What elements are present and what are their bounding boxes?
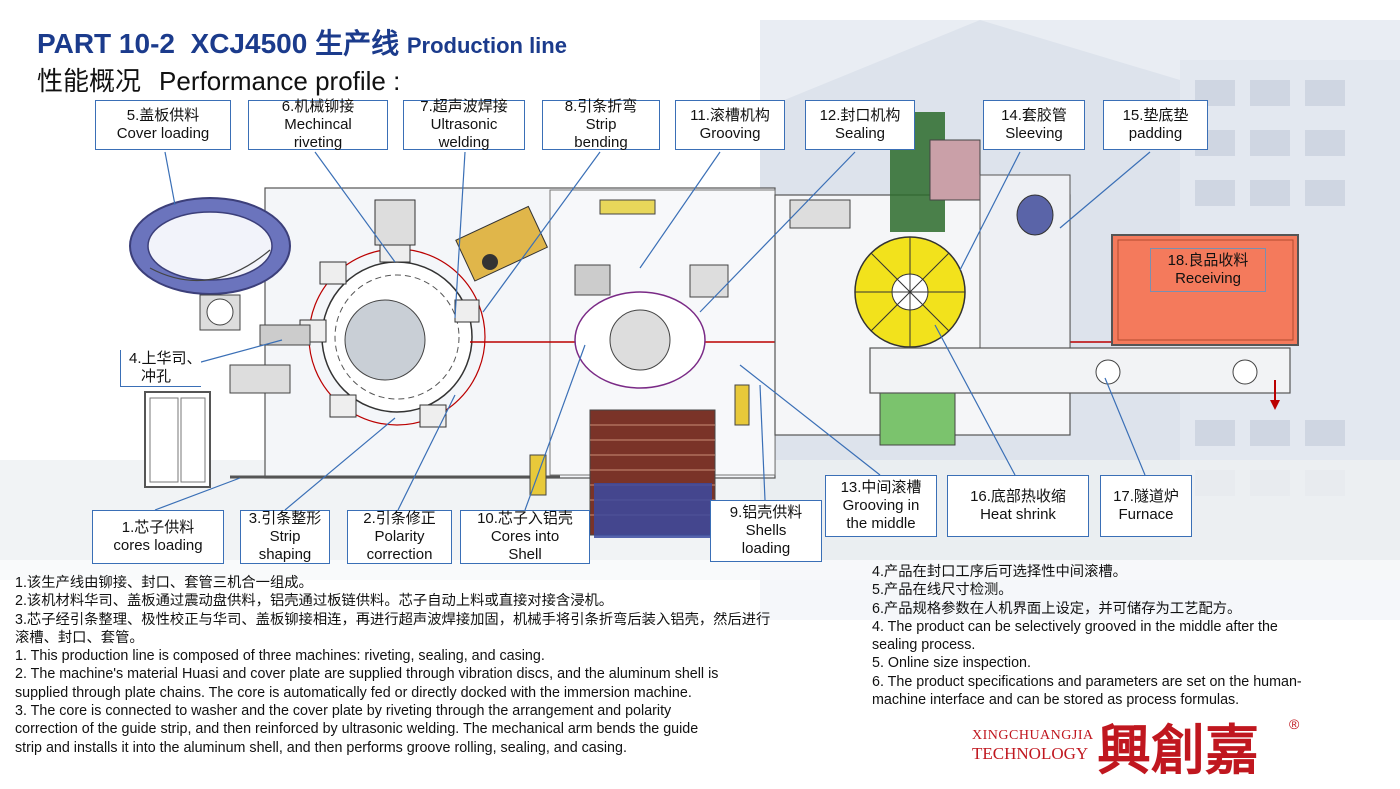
station-16-cn: 16.底部热收缩 [970, 488, 1066, 505]
note-line: strip and installs it into the aluminum … [15, 739, 627, 756]
station-2-en2: correction [366, 546, 433, 563]
station-13-cn: 13.中间滚槽 [840, 479, 922, 496]
station-10-cores-into-shell: 10.芯子入铝壳 Cores into Shell [460, 510, 590, 564]
station-9-en1: Shells [745, 522, 787, 539]
station-3-en1: Strip [269, 528, 301, 545]
station-7-en2: welding [438, 134, 490, 151]
station-6-en1: Mechincal [284, 116, 352, 133]
station-5-cover-loading: 5.盖板供料 Cover loading [95, 100, 231, 150]
station-8-en2: bending [574, 134, 628, 151]
note-line: 6.产品规格参数在人机界面上设定，并可储存为工艺配方。 [872, 600, 1242, 617]
brand-line-2: TECHNOLOGY [972, 744, 1089, 763]
station-1-cores-loading: 1.芯子供料 cores loading [92, 510, 224, 564]
page-title: PART 10-2 XCJ4500 生产线 Production line [37, 22, 567, 62]
note-line: machine interface and can be stored as p… [872, 692, 1240, 709]
note-line: sealing process. [872, 637, 976, 654]
model-name: XCJ4500 生产线 [190, 28, 400, 59]
station-7-ultrasonic-welding: 7.超声波焊接 Ultrasonic welding [403, 98, 525, 151]
note-line: correction of the guide strip, and then … [15, 721, 699, 738]
station-9-cn: 9.铝壳供料 [729, 504, 803, 521]
brand-line-1: XINGCHUANGJIA [972, 728, 1094, 743]
station-4-cn1: 4.上华司、 [129, 350, 202, 367]
note-line: 6. The product specifications and parame… [872, 673, 1302, 690]
station-1-en: cores loading [113, 537, 203, 554]
station-13-en2: the middle [846, 515, 916, 532]
station-4-cn2: 冲孔 [141, 368, 172, 385]
registered-mark: ® [1289, 716, 1300, 732]
station-4-washer-punching: 4.上华司、 冲孔 [120, 350, 202, 387]
brand-name: XINGCHUANGJIA TECHNOLOGY [972, 727, 1094, 763]
note-line: 滚槽、封口、套管。 [15, 629, 144, 646]
note-line: 4. The product can be selectively groove… [872, 618, 1278, 635]
station-18-cn: 18.良品收料 [1167, 252, 1249, 269]
station-13-middle-grooving: 13.中间滚槽 Grooving in the middle [825, 475, 937, 537]
note-line: 2.该机材料华司、盖板通过震动盘供料，铝壳通过板链供料。芯子自动上料或直接对接含… [15, 593, 614, 610]
note-line: 5.产品在线尺寸检测。 [872, 582, 1013, 599]
station-3-strip-shaping: 3.引条整形 Strip shaping [240, 510, 330, 564]
station-9-en2: loading [741, 540, 791, 557]
station-15-padding: 15.垫底垫 padding [1103, 100, 1208, 150]
station-13-en1: Grooving in [842, 497, 920, 514]
station-11-en: Grooving [699, 125, 761, 142]
station-2-en1: Polarity [374, 528, 425, 545]
station-16-heat-shrink: 16.底部热收缩 Heat shrink [947, 475, 1089, 537]
part-number: PART 10-2 [37, 28, 175, 59]
station-6-en2: riveting [293, 134, 343, 151]
note-line: 1. This production line is composed of t… [15, 648, 545, 665]
station-3-en2: shaping [258, 546, 312, 563]
station-10-en2: Shell [508, 546, 542, 563]
note-line: 5. Online size inspection. [872, 655, 1031, 672]
station-2-cn: 2.引条修正 [363, 510, 436, 527]
station-5-en: Cover loading [116, 125, 210, 142]
station-15-en: padding [1128, 125, 1183, 142]
station-3-cn: 3.引条整形 [248, 510, 322, 527]
station-12-en: Sealing [834, 125, 886, 142]
station-11-grooving: 11.滚槽机构 Grooving [675, 100, 785, 150]
profile-heading: 性能概况 Performance profile : [37, 61, 400, 98]
station-6-riveting: 6.机械铆接 Mechincal riveting [248, 98, 388, 151]
station-8-cn: 8.引条折弯 [564, 98, 638, 115]
notes-right: 4.产品在封口工序后可选择性中间滚槽。 5.产品在线尺寸检测。 6.产品规格参数… [872, 563, 1392, 709]
model-subtitle: Production line [406, 33, 567, 58]
logo-text: 興創嘉 [1097, 721, 1259, 781]
profile-heading-en: Performance profile : [159, 66, 401, 96]
station-16-en: Heat shrink [980, 506, 1056, 523]
station-1-cn: 1.芯子供料 [121, 519, 195, 536]
station-6-cn: 6.机械铆接 [281, 98, 355, 115]
station-17-cn: 17.隧道炉 [1113, 488, 1179, 505]
station-18-en: Receiving [1175, 270, 1241, 287]
station-12-sealing: 12.封口机构 Sealing [805, 100, 915, 150]
station-11-cn: 11.滚槽机构 [690, 107, 770, 124]
note-line: 4.产品在封口工序后可选择性中间滚槽。 [872, 564, 1127, 580]
station-14-sleeving: 14.套胶管 Sleeving [983, 100, 1085, 150]
station-10-cn: 10.芯子入铝壳 [477, 510, 573, 527]
notes-left: 1.该生产线由铆接、封口、套管三机合一组成。 2.该机材料华司、盖板通过震动盘供… [15, 574, 855, 757]
station-18-receiving: 18.良品收料 Receiving [1150, 248, 1266, 292]
profile-heading-cn: 性能概况 [37, 66, 142, 96]
station-17-furnace: 17.隧道炉 Furnace [1100, 475, 1192, 537]
note-line: 2. The machine's material Huasi and cove… [15, 666, 719, 683]
station-10-en1: Cores into [490, 528, 560, 545]
note-line: 3. The core is connected to washer and t… [15, 703, 672, 720]
station-12-cn: 12.封口机构 [819, 107, 901, 124]
station-14-cn: 14.套胶管 [1001, 107, 1067, 124]
station-5-cn: 5.盖板供料 [126, 107, 200, 124]
station-9-shells-loading: 9.铝壳供料 Shells loading [710, 500, 822, 562]
note-line: 3.芯子经引条整理、极性校正与华司、盖板铆接相连，再进行超声波焊接加固，机械手将… [15, 611, 771, 628]
station-15-cn: 15.垫底垫 [1122, 107, 1189, 124]
company-logo: 興創嘉 ® [1097, 716, 1300, 781]
station-2-polarity-correction: 2.引条修正 Polarity correction [347, 510, 452, 564]
station-17-en: Furnace [1118, 506, 1174, 523]
station-7-cn: 7.超声波焊接 [420, 98, 508, 115]
station-8-en1: Strip [585, 116, 617, 133]
station-7-en1: Ultrasonic [430, 116, 498, 133]
note-line: supplied through plate chains. The core … [15, 684, 692, 701]
station-14-en: Sleeving [1005, 125, 1063, 142]
station-8-strip-bending: 8.引条折弯 Strip bending [542, 98, 660, 151]
note-line: 1.该生产线由铆接、封口、套管三机合一组成。 [15, 575, 313, 591]
